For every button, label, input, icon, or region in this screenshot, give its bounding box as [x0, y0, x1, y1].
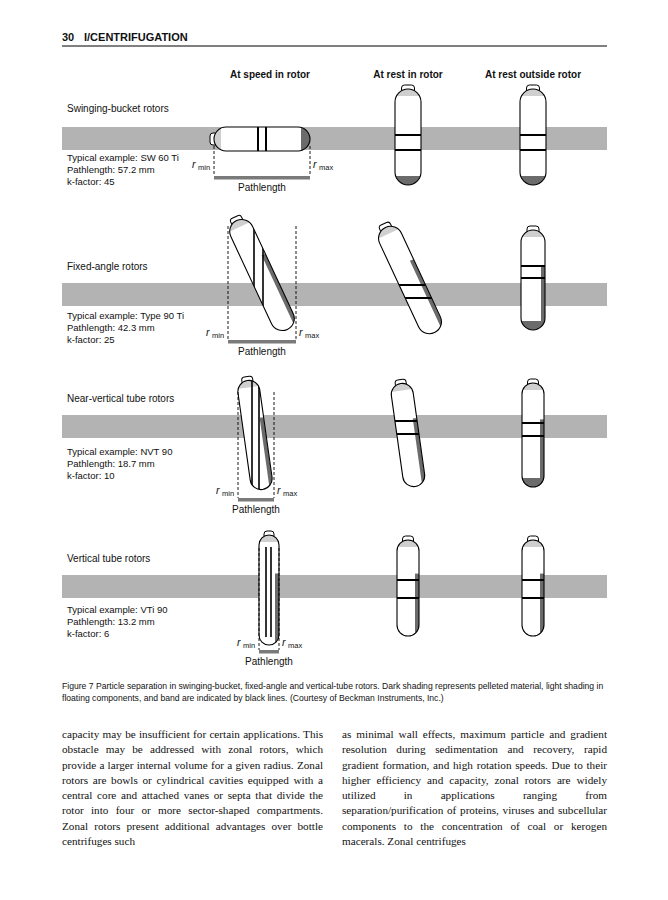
page-number: 30 — [62, 31, 74, 44]
radius-symbol: r — [277, 484, 281, 497]
radius-symbol: r — [282, 636, 286, 649]
radius-symbol: r — [216, 484, 220, 497]
radius-subscript: min — [243, 641, 255, 650]
column-header: At rest outside rotor — [485, 69, 581, 81]
radius-subscript: min — [198, 163, 210, 172]
radius-subscript: min — [222, 489, 234, 498]
radius-subscript: max — [319, 163, 333, 172]
running-head: I/CENTRIFUGATION — [84, 31, 188, 44]
example-text: Typical example: Type 90 Ti — [67, 310, 184, 321]
radius-subscript: min — [212, 331, 224, 340]
row-title: Near-vertical tube rotors — [67, 393, 174, 405]
example-text: k-factor: 6 — [67, 628, 109, 639]
column-header: At rest in rotor — [373, 69, 442, 81]
example-text: Typical example: NVT 90 — [67, 446, 172, 457]
example-text: k-factor: 25 — [67, 334, 115, 345]
pathlength-label: Pathlength — [238, 346, 286, 358]
row-title: Fixed-angle rotors — [67, 261, 148, 273]
example-text: k-factor: 10 — [67, 470, 115, 481]
radius-subscript: max — [288, 641, 302, 650]
radius-symbol: r — [192, 158, 196, 171]
figure-caption: Figure 7 Particle separation in swinging… — [62, 681, 607, 704]
row-title: Vertical tube rotors — [67, 553, 150, 565]
example-text: Pathlength: 57.2 mm — [67, 164, 155, 175]
example-text: Pathlength: 42.3 mm — [67, 322, 155, 333]
example-text: Typical example: VTi 90 — [67, 604, 168, 615]
pathlength-label: Pathlength — [232, 504, 280, 516]
pathlength-label: Pathlength — [238, 182, 286, 194]
radius-symbol: r — [313, 158, 317, 171]
pathlength-label: Pathlength — [245, 656, 293, 668]
example-text: Pathlength: 13.2 mm — [67, 616, 155, 627]
radius-symbol: r — [299, 326, 303, 339]
example-text: Typical example: SW 60 Ti — [67, 152, 179, 163]
radius-symbol: r — [206, 326, 210, 339]
row-title: Swinging-bucket rotors — [67, 103, 169, 115]
radius-symbol: r — [237, 636, 241, 649]
radius-subscript: max — [305, 331, 319, 340]
example-text: k-factor: 45 — [67, 176, 115, 187]
column-header: At speed in rotor — [230, 69, 310, 81]
body-text: capacity may be insufficient for certain… — [62, 727, 323, 849]
example-text: Pathlength: 18.7 mm — [67, 458, 155, 469]
body-text: as minimal wall effects, maximum particl… — [342, 727, 607, 849]
radius-subscript: max — [283, 489, 297, 498]
